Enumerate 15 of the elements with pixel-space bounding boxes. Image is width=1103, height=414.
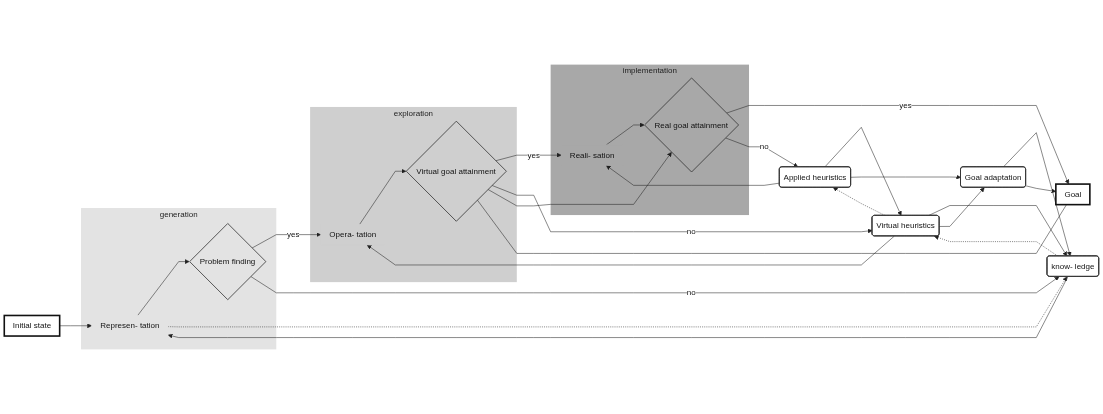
edge-label: no: [686, 287, 696, 297]
node-diamond: Problem finding: [189, 223, 267, 301]
node-box: Goal: [1055, 183, 1091, 206]
edge-label: yes: [286, 229, 300, 239]
edge-label: yes: [899, 100, 912, 110]
node-diamond: Virtual goal attainment: [405, 120, 507, 222]
node-diamond: Real goal attainment: [644, 77, 739, 173]
node-text: Opera- tation: [329, 229, 377, 239]
edge-label: no: [686, 226, 696, 236]
edge-label: yes: [527, 150, 540, 160]
connector: [477, 199, 1067, 254]
node-text: Represen- tation: [100, 320, 160, 330]
node-box: Initial state: [3, 314, 61, 337]
node-text: Reali- sation: [569, 150, 615, 160]
edge-label: no: [759, 141, 769, 151]
